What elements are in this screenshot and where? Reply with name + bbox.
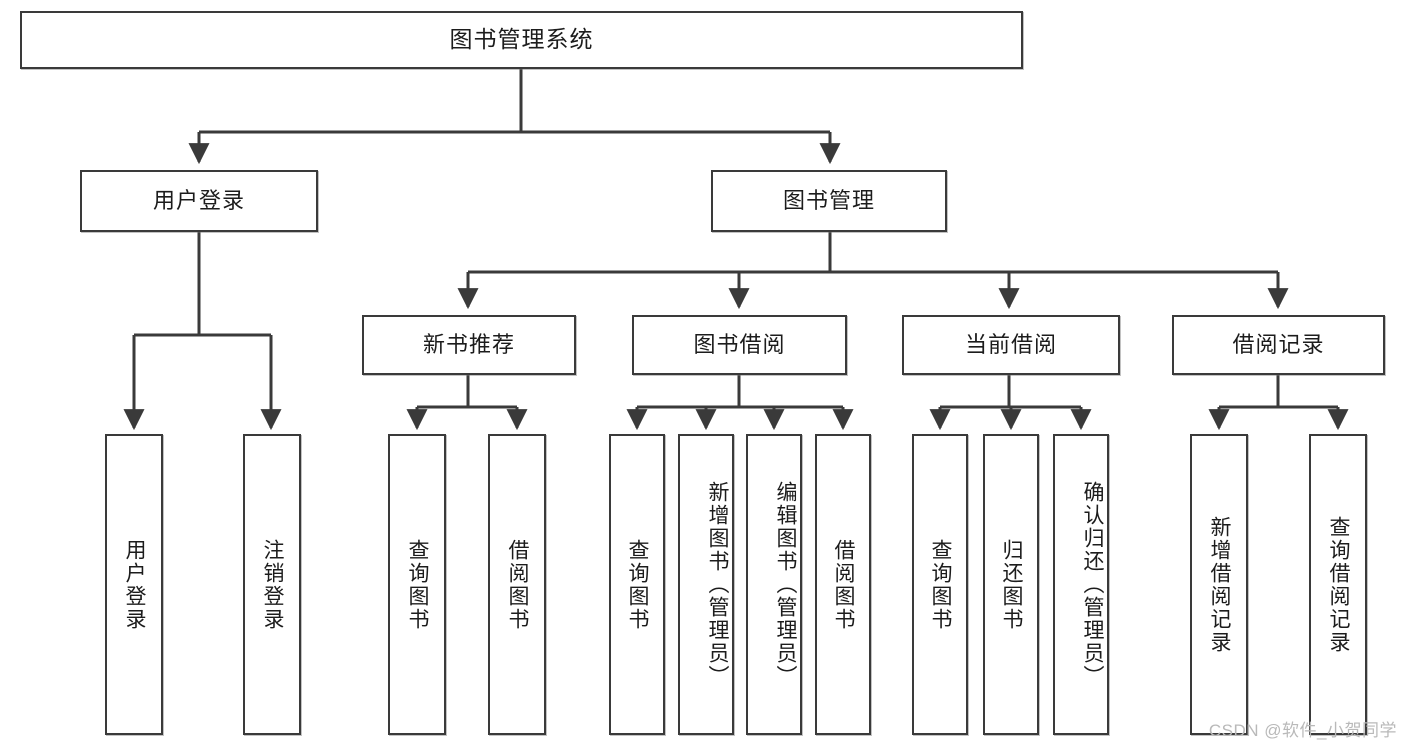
node-book-manage[interactable]: 图书管理 (711, 170, 947, 232)
leaf-return-book[interactable]: 归还图书 (983, 434, 1039, 735)
leaf-borrow-book-1[interactable]: 借阅图书 (488, 434, 546, 735)
leaf-user-login[interactable]: 用户登录 (105, 434, 163, 735)
leaf-query-borrow-record[interactable]: 查询借阅记录 (1309, 434, 1367, 735)
node-current-borrow[interactable]: 当前借阅 (902, 315, 1120, 375)
leaf-query-book-1[interactable]: 查询图书 (388, 434, 446, 735)
node-new-book-recommend[interactable]: 新书推荐 (362, 315, 576, 375)
leaf-query-book-3[interactable]: 查询图书 (912, 434, 968, 735)
leaf-query-book-2[interactable]: 查询图书 (609, 434, 665, 735)
leaf-add-book-admin[interactable]: 新增图书（管理员） (678, 434, 734, 735)
csdn-watermark: CSDN @软件_小贺同学 (1208, 721, 1397, 740)
leaf-logout[interactable]: 注销登录 (243, 434, 301, 735)
node-borrow-record[interactable]: 借阅记录 (1172, 315, 1385, 375)
node-root[interactable]: 图书管理系统 (20, 11, 1023, 69)
leaf-add-borrow-record[interactable]: 新增借阅记录 (1190, 434, 1248, 735)
leaf-confirm-return-admin[interactable]: 确认归还（管理员） (1053, 434, 1109, 735)
leaf-borrow-book-2[interactable]: 借阅图书 (815, 434, 871, 735)
node-user-login[interactable]: 用户登录 (80, 170, 318, 232)
leaf-edit-book-admin[interactable]: 编辑图书（管理员） (746, 434, 802, 735)
node-book-borrow[interactable]: 图书借阅 (632, 315, 847, 375)
